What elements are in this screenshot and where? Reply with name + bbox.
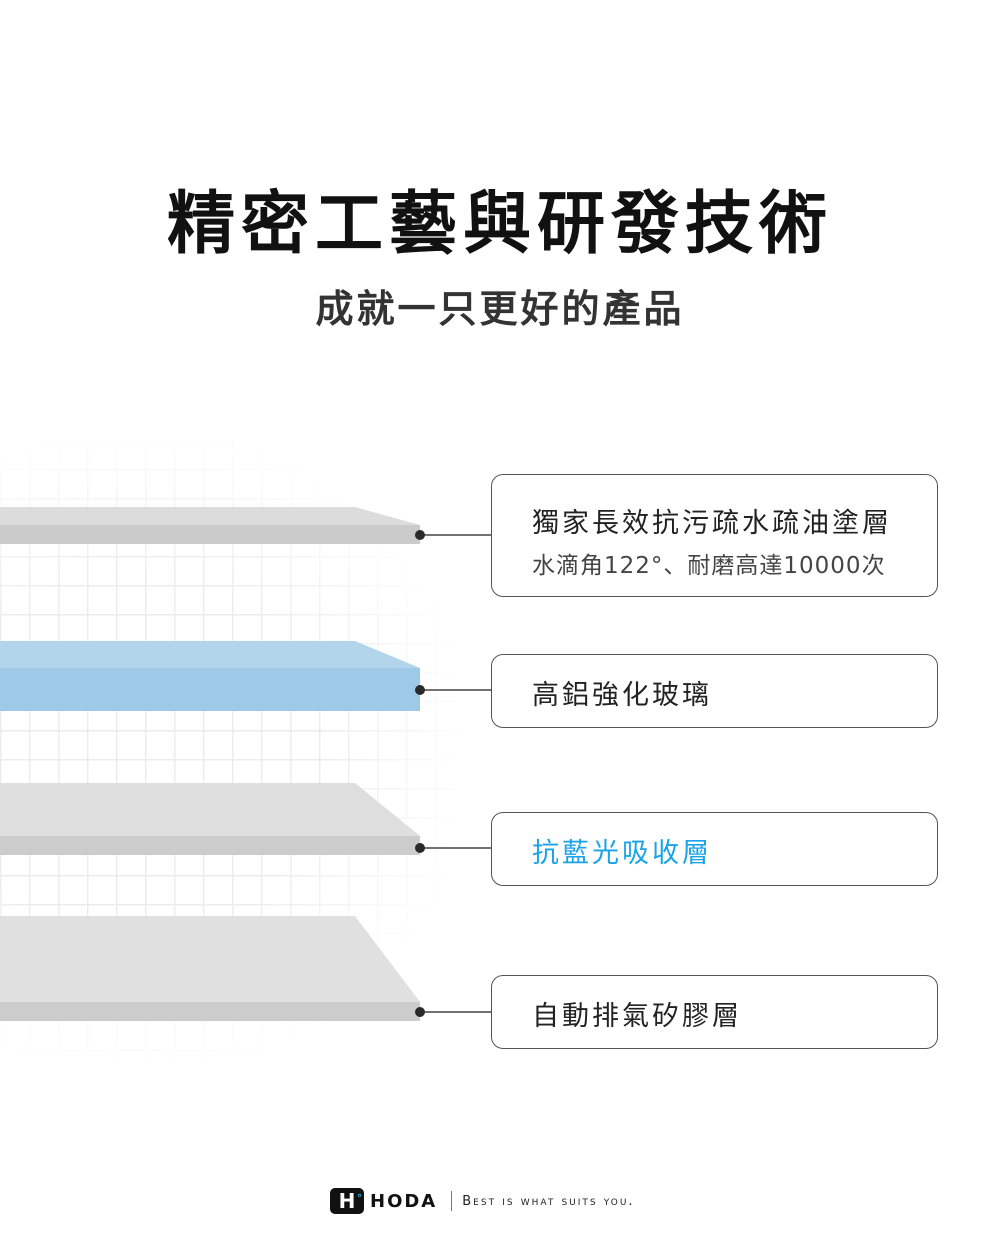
layer-detail: 水滴角122°、耐磨高達10000次 (532, 553, 886, 579)
layer-blue-light-top-face (0, 783, 420, 836)
layer-coating-front-face (0, 525, 420, 544)
layer-silicone-front-face (0, 1002, 420, 1021)
page-title: 精密工藝與研發技術 (166, 185, 833, 264)
layer-blue-light-front-face (0, 836, 420, 855)
connector-lines (420, 534, 491, 1013)
hoda-logo-icon: H° (330, 1188, 364, 1214)
layer-blue-light (0, 783, 420, 855)
label-box-blue-light: 抗藍光吸收層 (491, 812, 938, 886)
label-box-coating: 獨家長效抗污疏水疏油塗層 水滴角122°、耐磨高達10000次 (491, 474, 938, 597)
label-box-glass: 高鋁強化玻璃 (491, 654, 938, 728)
logo-degree-mark: ° (357, 1193, 362, 1204)
connector-dot-blue-light (415, 843, 425, 853)
layer-title: 抗藍光吸收層 (532, 838, 712, 869)
brand-name: HODA (370, 1190, 438, 1212)
label-box-silicone: 自動排氣矽膠層 (491, 975, 938, 1049)
layer-glass-front-face (0, 668, 420, 711)
slogan: Best is what suits you. (462, 1193, 635, 1209)
layer-silicone-top-face (0, 916, 420, 1002)
layer-coating (0, 507, 420, 544)
connector-dot-silicone (415, 1007, 425, 1017)
footer: H° HODA Best is what suits you. (330, 1187, 635, 1215)
layer-coating-top-face (0, 507, 420, 525)
connector-dot-coating (415, 530, 425, 540)
connector-dots (415, 530, 425, 1017)
layer-glass (0, 641, 420, 711)
connector-dot-glass (415, 685, 425, 695)
layer-title: 自動排氣矽膠層 (532, 1001, 742, 1032)
layer-title: 高鋁強化玻璃 (532, 680, 712, 711)
layer-silicone (0, 916, 420, 1021)
page-subtitle: 成就一只更好的產品 (315, 287, 685, 331)
divider (451, 1191, 453, 1211)
logo-letter: H (338, 1189, 356, 1213)
layer-title: 獨家長效抗污疏水疏油塗層 (532, 508, 892, 539)
layer-glass-top-face (0, 641, 420, 668)
